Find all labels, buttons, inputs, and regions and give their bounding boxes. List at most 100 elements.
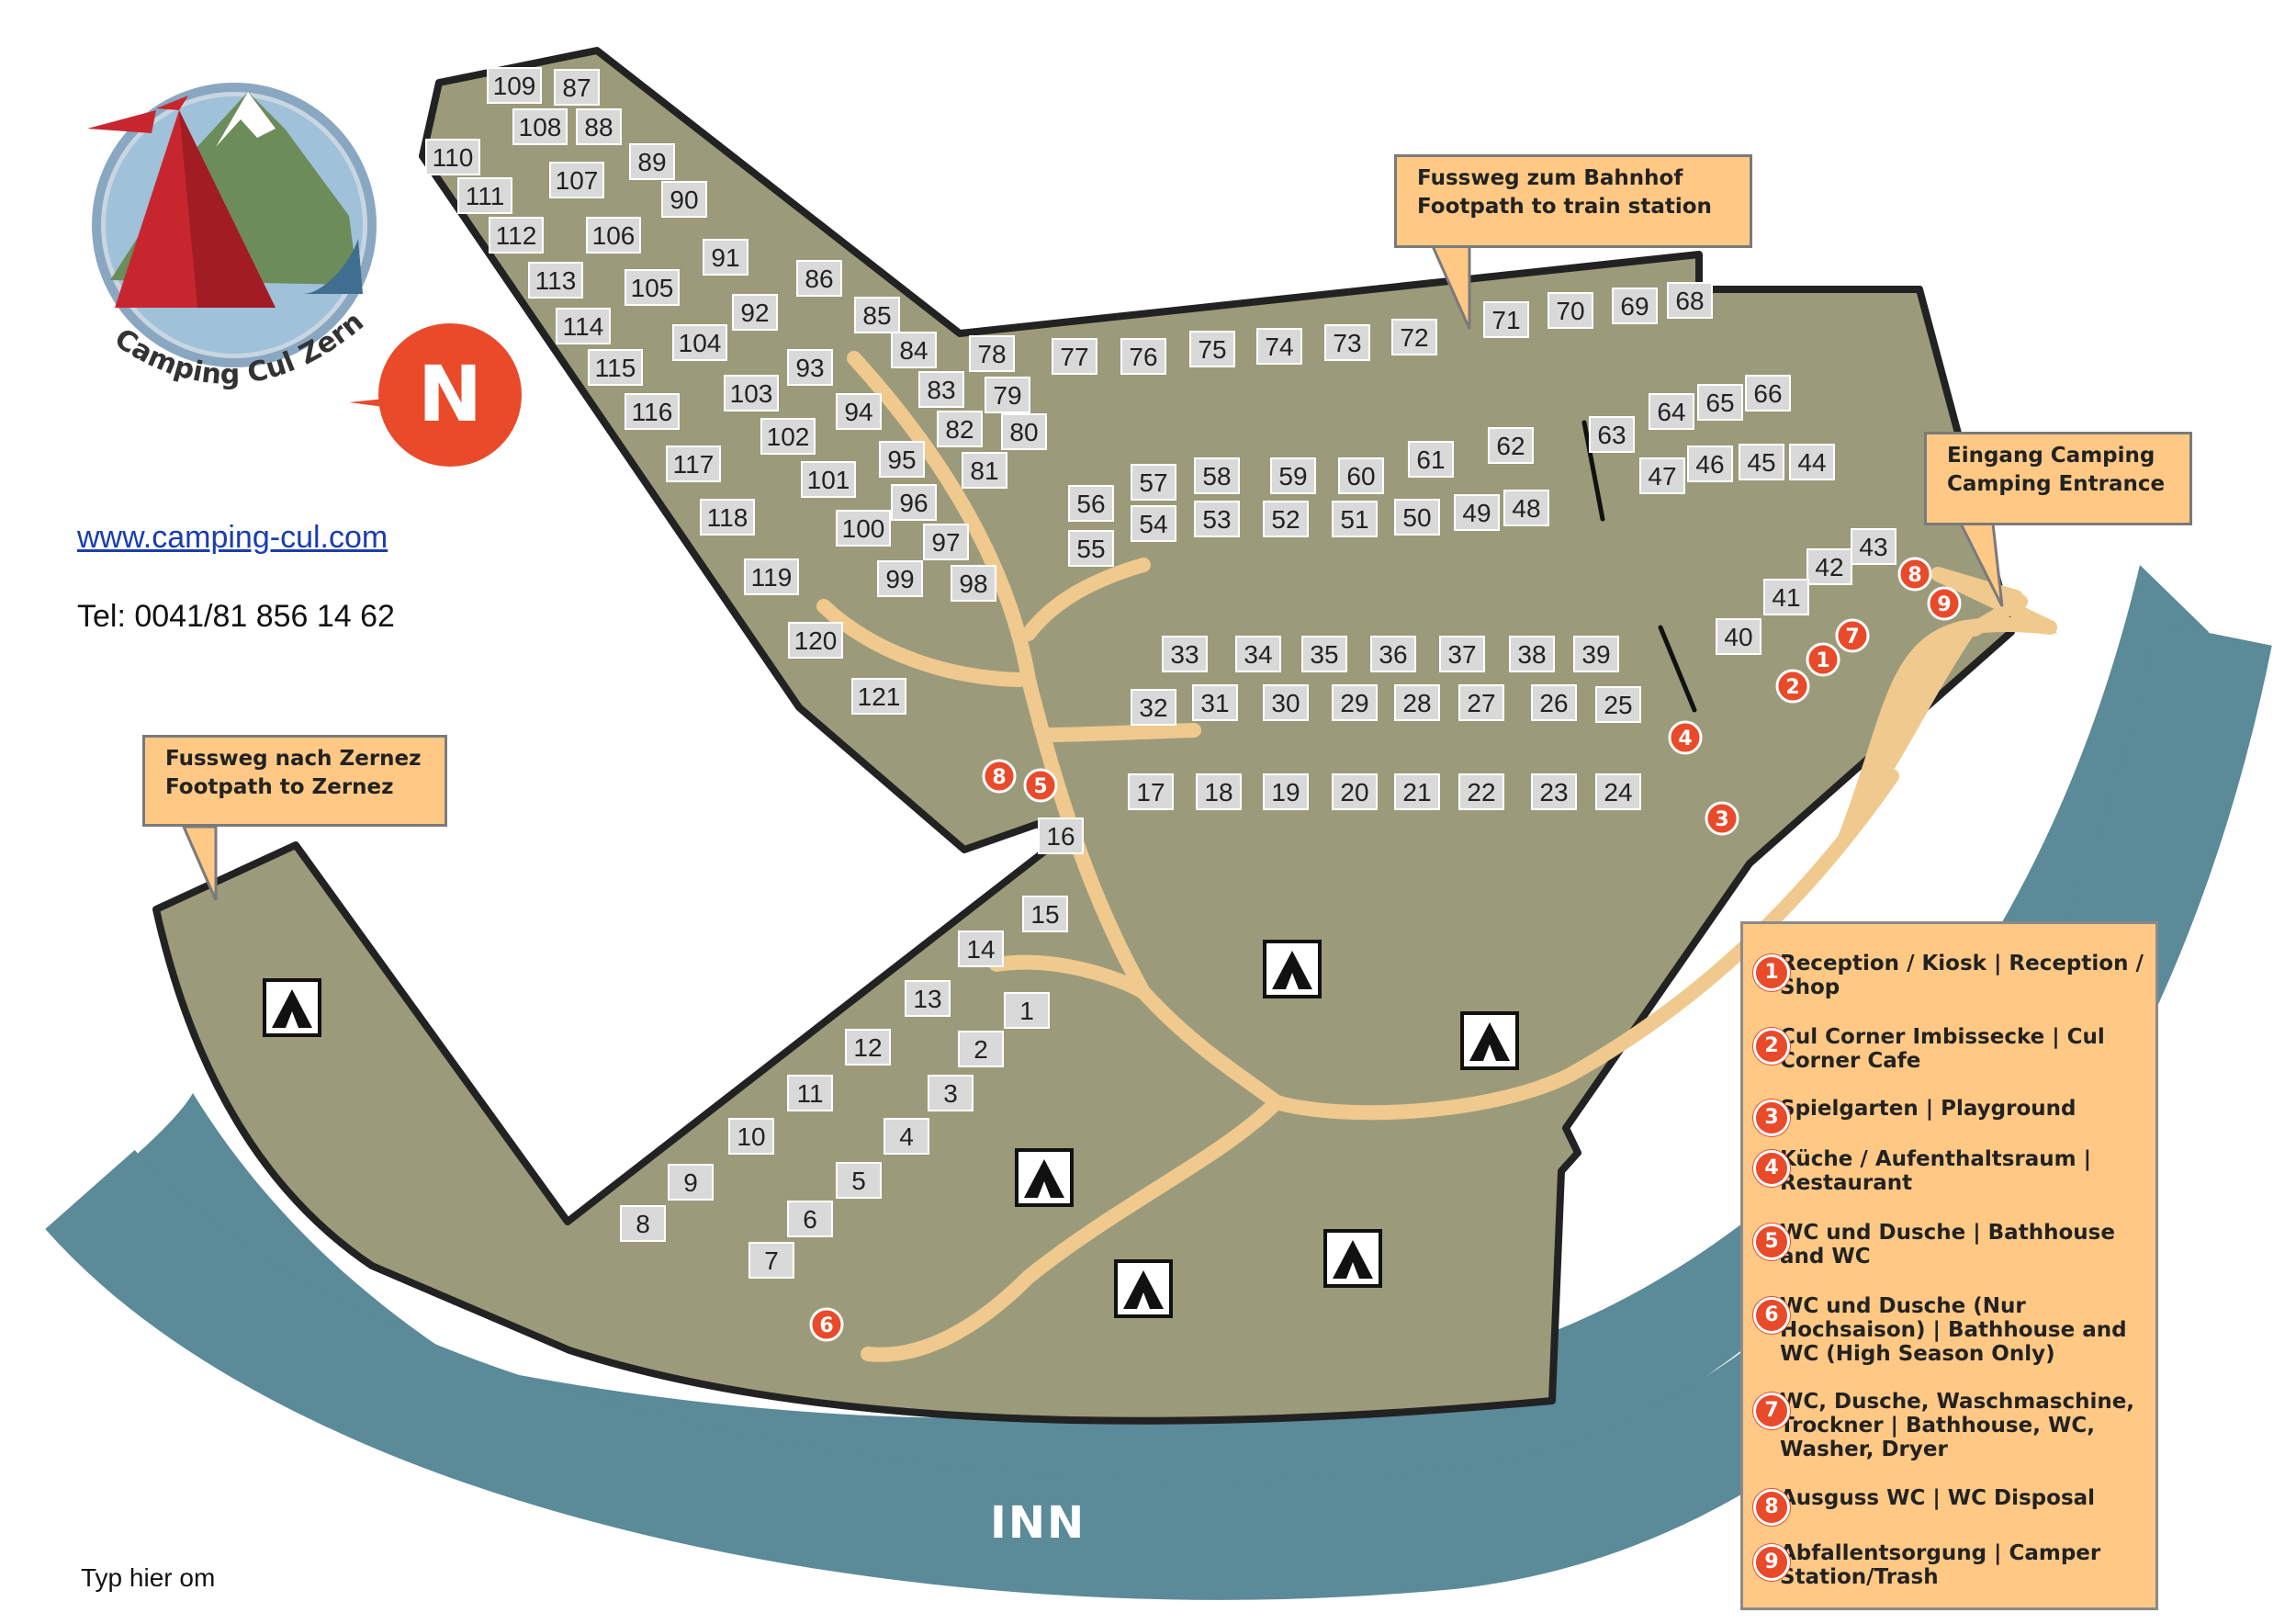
pitch-6: 6 [787,1201,833,1237]
numbered-marker-icon: 5 [1753,1224,1790,1260]
pitch-47: 47 [1639,457,1685,494]
svg-text:74: 74 [1265,333,1293,361]
svg-text:96: 96 [899,489,928,517]
svg-text:36: 36 [1379,640,1407,669]
svg-text:65: 65 [1705,389,1734,417]
pitch-87: 87 [554,69,600,106]
pitch-3: 3 [928,1075,974,1111]
pitch-66: 66 [1745,375,1791,412]
pitch-75: 75 [1189,331,1235,367]
svg-text:16: 16 [1046,822,1075,851]
svg-text:9: 9 [1937,593,1951,616]
pitch-70: 70 [1548,292,1593,329]
svg-text:7: 7 [1845,626,1859,648]
pitch-44: 44 [1789,444,1835,480]
svg-text:11: 11 [796,1079,823,1108]
svg-text:55: 55 [1076,535,1105,563]
numbered-marker-icon: 3 [1753,1100,1790,1136]
svg-text:54: 54 [1139,510,1167,538]
pitch-73: 73 [1324,324,1370,361]
svg-text:79: 79 [993,381,1021,410]
tent-icon [1460,1011,1519,1070]
pitch-105: 105 [625,269,680,306]
svg-text:9: 9 [683,1168,698,1197]
svg-text:26: 26 [1539,689,1568,717]
svg-text:92: 92 [740,299,769,327]
tent-icon [1114,1259,1173,1318]
pitch-71: 71 [1483,301,1529,338]
pitch-14: 14 [958,930,1004,967]
svg-text:93: 93 [795,354,824,382]
facility-marker-3: 3 [1705,801,1739,836]
svg-text:80: 80 [1009,418,1038,446]
svg-text:20: 20 [1340,778,1368,806]
website-link[interactable]: www.camping-cul.com [77,520,388,555]
entrance-path [1837,619,2057,845]
facility-marker-8: 8 [1897,557,1932,592]
svg-text:57: 57 [1139,468,1167,497]
svg-text:91: 91 [711,243,739,272]
numbered-marker-icon: 2 [1753,1028,1790,1065]
tent-icon [1263,940,1322,998]
svg-text:6: 6 [819,1314,833,1337]
svg-text:76: 76 [1129,343,1157,371]
pitch-92: 92 [732,294,778,331]
pitch-102: 102 [760,418,816,455]
pitch-83: 83 [918,371,964,408]
svg-text:66: 66 [1753,379,1782,408]
pitch-31: 31 [1192,684,1238,721]
footer-note: Typ hier om [81,1563,216,1592]
facility-marker-7: 7 [1835,618,1870,653]
pitch-101: 101 [801,461,856,498]
svg-text:58: 58 [1202,462,1231,491]
pitch-79: 79 [985,377,1030,413]
svg-text:21: 21 [1402,778,1431,806]
svg-text:103: 103 [730,379,773,408]
svg-text:1: 1 [1019,997,1034,1025]
svg-text:46: 46 [1695,450,1724,479]
tent-areas [263,940,1519,1318]
pitch-12: 12 [845,1029,891,1066]
svg-text:5: 5 [1033,775,1047,798]
logo: Camping Cul Zernez N [0,0,522,467]
svg-text:70: 70 [1556,297,1584,325]
pitch-36: 36 [1370,636,1416,672]
pitch-15: 15 [1022,896,1068,932]
svg-text:108: 108 [519,113,562,141]
phone-number: Tel: 0041/81 856 14 62 [77,599,395,634]
pitch-119: 119 [744,558,799,595]
pitch-81: 81 [962,452,1007,489]
svg-text:3: 3 [943,1079,958,1108]
river-inn [90,565,2209,1555]
pitch-56: 56 [1068,485,1114,522]
pitch-106: 106 [586,217,641,254]
svg-text:42: 42 [1815,553,1843,581]
pitch-68: 68 [1667,282,1713,319]
pitch-63: 63 [1589,416,1635,453]
svg-text:40: 40 [1724,623,1752,651]
facility-marker-1: 1 [1806,642,1840,677]
pitch-120: 120 [788,622,843,659]
svg-text:94: 94 [844,398,872,426]
pitch-61: 61 [1408,441,1454,478]
svg-text:73: 73 [1333,329,1361,357]
svg-text:113: 113 [535,266,577,295]
svg-text:56: 56 [1076,490,1105,518]
pitch-111: 111 [457,177,512,214]
svg-text:100: 100 [842,514,885,543]
svg-text:85: 85 [862,301,891,330]
tent-icon [1323,1229,1382,1288]
svg-text:51: 51 [1340,505,1368,534]
pitch-113: 113 [528,262,583,299]
numbered-marker-icon: 1 [1753,954,1790,991]
facility-marker-6: 6 [809,1307,844,1342]
svg-text:49: 49 [1462,499,1491,527]
svg-text:62: 62 [1496,432,1525,460]
pitch-34: 34 [1235,636,1281,672]
pitch-118: 118 [700,499,755,536]
svg-text:35: 35 [1310,640,1338,669]
